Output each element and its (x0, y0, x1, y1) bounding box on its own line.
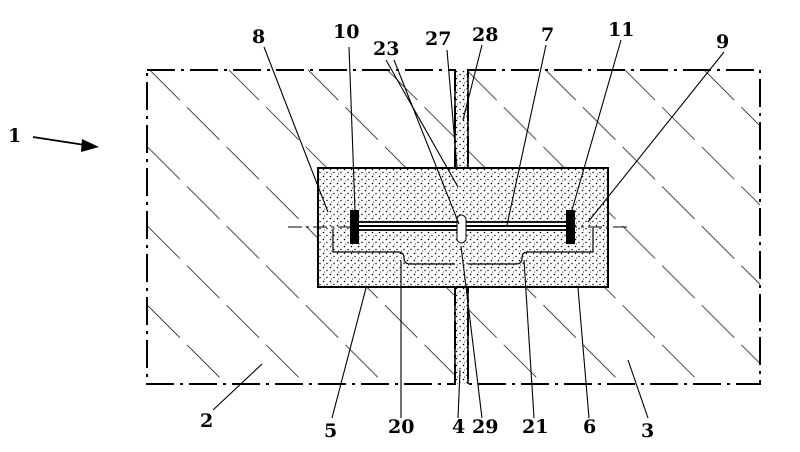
label-8: 8 (252, 26, 265, 48)
label-27: 27 (425, 28, 451, 50)
label-5: 5 (324, 420, 337, 442)
label-3: 3 (641, 420, 654, 442)
label-6: 6 (583, 416, 596, 438)
center-detail (456, 214, 467, 244)
label-1: 1 (8, 125, 21, 147)
label-9: 9 (716, 31, 729, 53)
reference-arrow (32, 136, 99, 152)
label-2: 2 (200, 410, 213, 432)
label-23: 23 (373, 38, 399, 60)
label-28: 28 (472, 24, 498, 46)
label-21: 21 (522, 416, 548, 438)
label-10: 10 (333, 21, 359, 43)
label-29: 29 (472, 416, 498, 438)
anchor-right (566, 210, 575, 244)
label-20: 20 (388, 416, 414, 438)
inner-sleeve-right (468, 229, 594, 265)
label-7: 7 (541, 24, 554, 46)
inner-sleeve-left (332, 229, 455, 265)
label-4: 4 (452, 416, 465, 438)
label-11: 11 (608, 19, 634, 41)
leader-lines (212, 39, 725, 419)
anchor-left (350, 210, 359, 244)
